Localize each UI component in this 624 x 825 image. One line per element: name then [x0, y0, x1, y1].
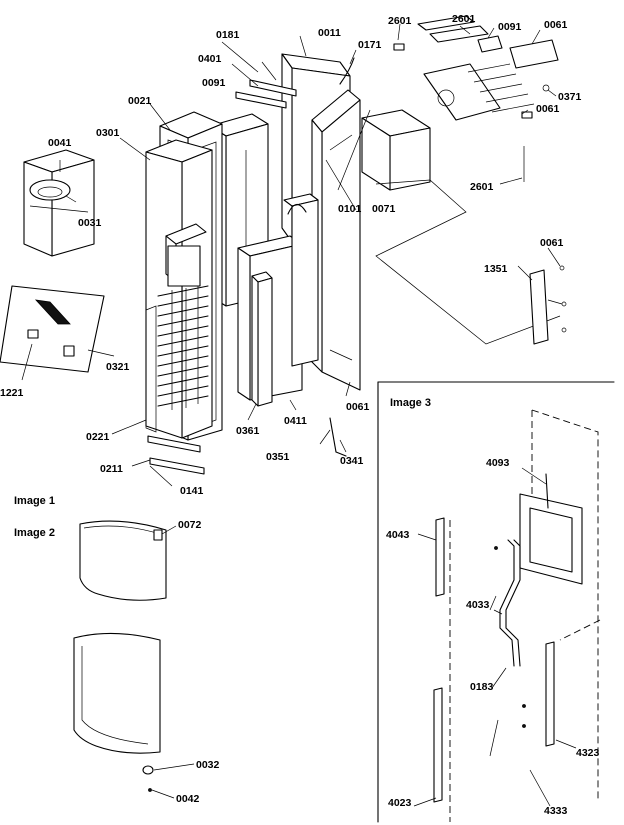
label-0021: 0021 [128, 95, 152, 107]
label-0183: 0183 [470, 681, 494, 693]
label-0321: 0321 [106, 361, 130, 373]
plate-0321 [0, 285, 105, 373]
label-0042: 0042 [176, 793, 200, 805]
label-4093: 4093 [486, 457, 510, 469]
frame-0071 [283, 193, 319, 367]
label-0211: 0211 [100, 463, 123, 475]
label-4323: 4323 [576, 747, 600, 759]
label-2601-a: 2601 [388, 15, 412, 27]
strip-4323 [545, 641, 555, 747]
door-gasket-0221 [145, 305, 157, 433]
label-0351: 0351 [266, 451, 290, 463]
leader-lines-image-3 [413, 467, 577, 807]
strip-4043 [435, 517, 445, 597]
label-0061-a: 0061 [346, 401, 370, 413]
label-4033: 4033 [466, 599, 490, 611]
label-0401: 0401 [198, 53, 222, 65]
label-0071: 0071 [372, 203, 396, 215]
evap-cover-0071 [361, 109, 431, 191]
channel-0361 [251, 271, 273, 407]
label-4043: 4043 [386, 529, 410, 541]
vent-grid [157, 285, 209, 410]
label-0011: 0011 [318, 27, 341, 39]
dispenser-frame-4093 [519, 473, 583, 585]
label-0171: 0171 [358, 39, 382, 51]
label-1221: 1221 [0, 387, 24, 399]
label-0061-b: 0061 [544, 19, 568, 31]
image-1-title: Image 1 [14, 495, 55, 507]
tube-4033 [499, 539, 521, 667]
label-0041: 0041 [48, 137, 72, 149]
bottom-trims [147, 435, 205, 475]
label-2601-c: 2601 [470, 181, 494, 193]
label-0341: 0341 [340, 455, 364, 467]
bracket-1351 [529, 265, 567, 345]
strip-4023 [433, 687, 443, 803]
label-0091-a: 0091 [202, 77, 226, 89]
door-outline [449, 409, 601, 822]
side-panel-0101 [311, 89, 361, 391]
label-4333: 4333 [544, 805, 568, 817]
dispenser-cover-0032 [73, 632, 195, 799]
label-0061-d: 0061 [540, 237, 564, 249]
label-0101: 0101 [338, 203, 362, 215]
label-0141: 0141 [180, 485, 204, 497]
top-right-assembly [393, 15, 559, 182]
image-2-title: Image 2 [14, 527, 55, 539]
label-0072: 0072 [178, 519, 202, 531]
dispenser-cover-0072 [79, 520, 177, 601]
image-3-frame [377, 381, 615, 823]
label-0371: 0371 [558, 91, 582, 103]
label-1351: 1351 [484, 263, 508, 275]
top-trim-parts [235, 57, 355, 109]
label-0061-c: 0061 [536, 103, 560, 115]
dispenser-cabinet-0301 [145, 139, 213, 439]
label-0031: 0031 [78, 217, 102, 229]
label-0301: 0301 [96, 127, 120, 139]
label-0181: 0181 [216, 29, 240, 41]
label-4023: 4023 [388, 797, 412, 809]
image-3-title: Image 3 [390, 397, 431, 409]
part-labels: 0011 0181 0171 0401 0091 0021 0301 0041 … [0, 13, 600, 817]
label-0091-b: 0091 [498, 21, 522, 33]
label-0361: 0361 [236, 425, 260, 437]
label-0411: 0411 [284, 415, 307, 427]
label-0221: 0221 [86, 431, 110, 443]
label-2601-b: 2601 [452, 13, 476, 25]
label-0032: 0032 [196, 759, 220, 771]
leader-lines-image-1 [21, 23, 561, 487]
ice-box-0041 [23, 149, 95, 257]
bracket-0341 [329, 417, 347, 457]
